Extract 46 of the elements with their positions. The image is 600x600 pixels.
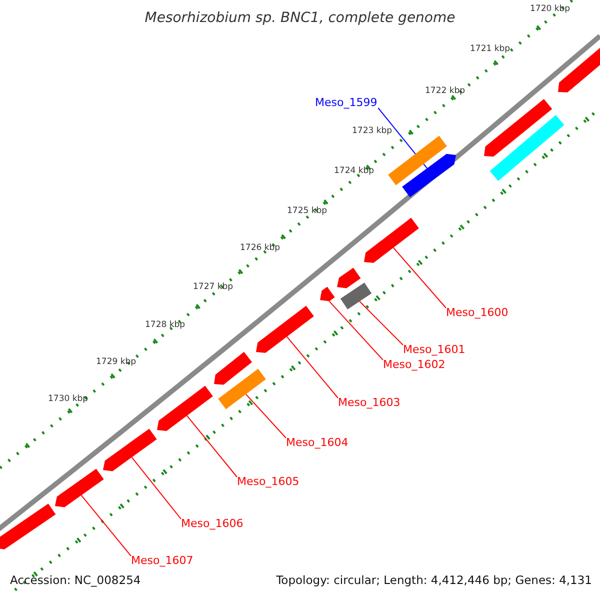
scale-label: 1720 kbp	[530, 5, 570, 14]
title: Mesorhizobium sp. BNC1, complete genome	[144, 11, 456, 25]
gene-label: Meso_1604	[286, 437, 348, 448]
gene-label: Meso_1600	[446, 307, 508, 318]
gene-block	[340, 282, 372, 310]
gene-segment	[364, 218, 419, 263]
gene-segment	[256, 306, 314, 353]
scale-label: 1721 kbp	[470, 45, 510, 54]
leader-line	[80, 494, 132, 556]
scale-label: 1728 kbp	[145, 321, 186, 330]
leader-line	[186, 415, 238, 478]
gene-segment	[402, 154, 456, 198]
gene-block	[490, 115, 564, 181]
gene-segment	[0, 504, 56, 550]
gene-label: Meso_1606	[181, 518, 244, 529]
gene-segment	[320, 286, 335, 302]
gene-label: Meso_1605	[237, 476, 300, 487]
gene-block	[388, 136, 447, 186]
leader-line	[245, 394, 286, 438]
gene-segment	[157, 386, 213, 431]
leader-line	[392, 247, 446, 308]
gene-block	[218, 368, 266, 410]
gene-label: Meso_1601	[403, 344, 466, 355]
gene-label: Meso_1603	[338, 397, 400, 408]
leader-line	[286, 336, 338, 398]
gene-segment	[484, 99, 552, 157]
gene-segment	[55, 468, 104, 508]
scale-label: 1723 kbp	[352, 127, 392, 136]
scale-label: 1729 kbp	[96, 358, 136, 366]
gene-label: Meso_1607	[131, 555, 194, 566]
gene-segment	[103, 428, 157, 472]
scale-label: 1726 kbp	[240, 244, 280, 252]
scale-label: 1722 kbp	[425, 87, 466, 96]
footer-text: Accession: NC_008254	[10, 575, 141, 586]
scale-label: 1730 kbp	[48, 395, 88, 404]
gene-segment	[337, 268, 361, 288]
leader-line	[131, 456, 182, 520]
footer-text: Topology: circular; Length: 4,412,446 bp; Genes: 4,131	[276, 575, 592, 586]
leader-line	[328, 300, 384, 360]
gene-segment	[214, 352, 252, 385]
gene-label: Meso_1602	[383, 359, 446, 370]
scale-label: 1727 kbp	[193, 283, 234, 292]
leader-line	[359, 300, 404, 346]
scale-label: 1724 kbp	[334, 167, 374, 176]
scale-label: 1725 kbp	[287, 207, 328, 216]
gene-label: Meso_1599	[315, 97, 378, 108]
